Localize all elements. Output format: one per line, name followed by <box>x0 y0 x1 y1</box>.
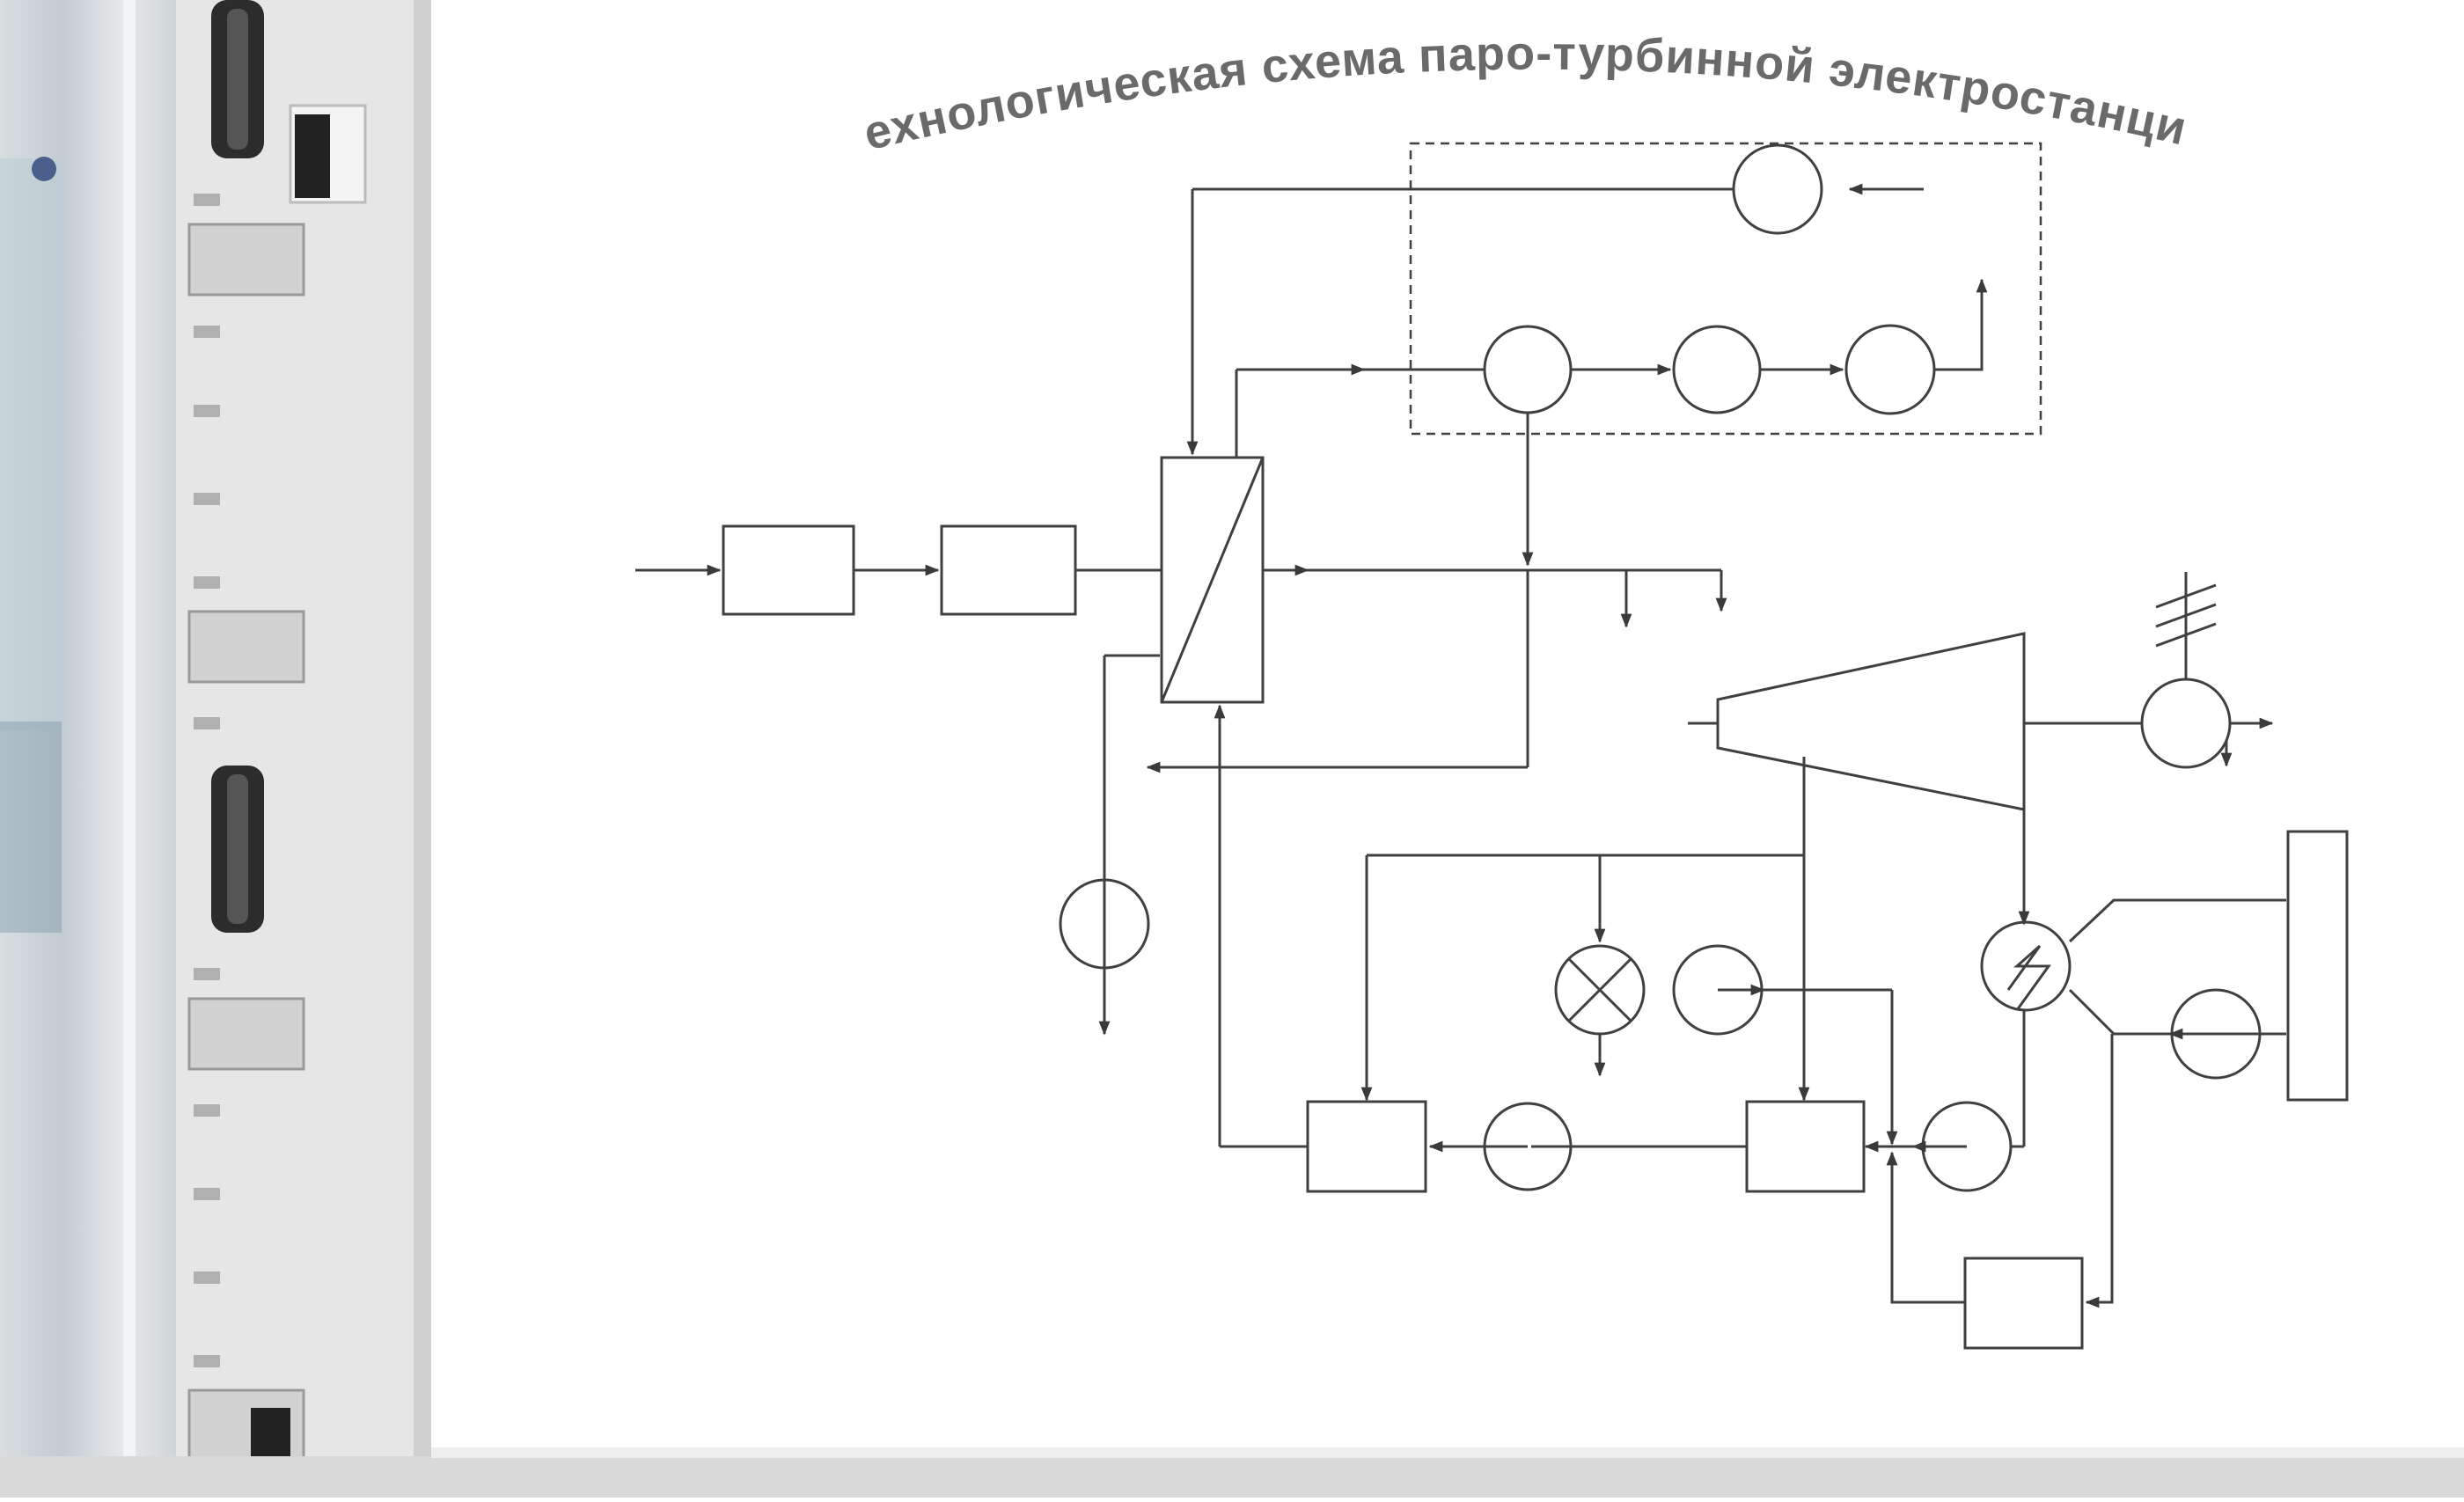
binder-slot-dark <box>295 114 330 198</box>
circle-b <box>1672 325 1762 414</box>
circle-top-right <box>1732 143 1823 235</box>
pump-left <box>1059 878 1150 970</box>
paper-bottom-edge <box>431 1447 2464 1458</box>
scheme <box>635 142 2349 1350</box>
turbine <box>1716 632 2026 811</box>
makeup-to-junction <box>1886 1151 1965 1304</box>
binder-screw <box>32 157 56 181</box>
heater-right <box>1745 1100 1866 1193</box>
block-2 <box>940 524 1077 616</box>
phase-tick <box>2155 583 2217 609</box>
binder-dark-tint <box>0 722 62 933</box>
binder-blue-tint <box>0 158 62 730</box>
arrow-into-makeup <box>2085 1034 2114 1308</box>
binder-ticks <box>194 194 220 1367</box>
binder-edge-highlight <box>123 0 136 1498</box>
binder-block-dark <box>251 1408 290 1456</box>
circle-a <box>1483 325 1573 414</box>
heater-left <box>1306 1100 1427 1193</box>
phase-tick <box>2155 622 2217 648</box>
circle-c <box>1844 324 1936 415</box>
binder-clamp-middle-shine <box>227 774 248 924</box>
dashed-group-box <box>1409 142 2042 436</box>
cross-line <box>1567 957 1632 1022</box>
steam-generator-diagonal <box>1160 457 1265 703</box>
binder-clamp-top-shine <box>227 9 248 150</box>
binder-frame-edge <box>414 0 431 1498</box>
binder-block <box>187 223 305 297</box>
phase-tick <box>2155 603 2217 628</box>
arrow-circle-c-out <box>1934 278 1988 371</box>
steam-generator <box>1160 456 1265 704</box>
block-1 <box>722 524 855 616</box>
cooling-tower <box>2286 830 2349 1102</box>
binder-block <box>187 997 305 1071</box>
condenser-to-tower-top <box>2068 898 2286 943</box>
makeup-block <box>1963 1257 2084 1350</box>
generator <box>2140 678 2232 769</box>
condenser <box>1980 920 2072 1012</box>
binder-block <box>187 610 305 684</box>
binder-bottom-bar <box>0 1456 2464 1498</box>
condenser-coil <box>2006 944 2051 1011</box>
